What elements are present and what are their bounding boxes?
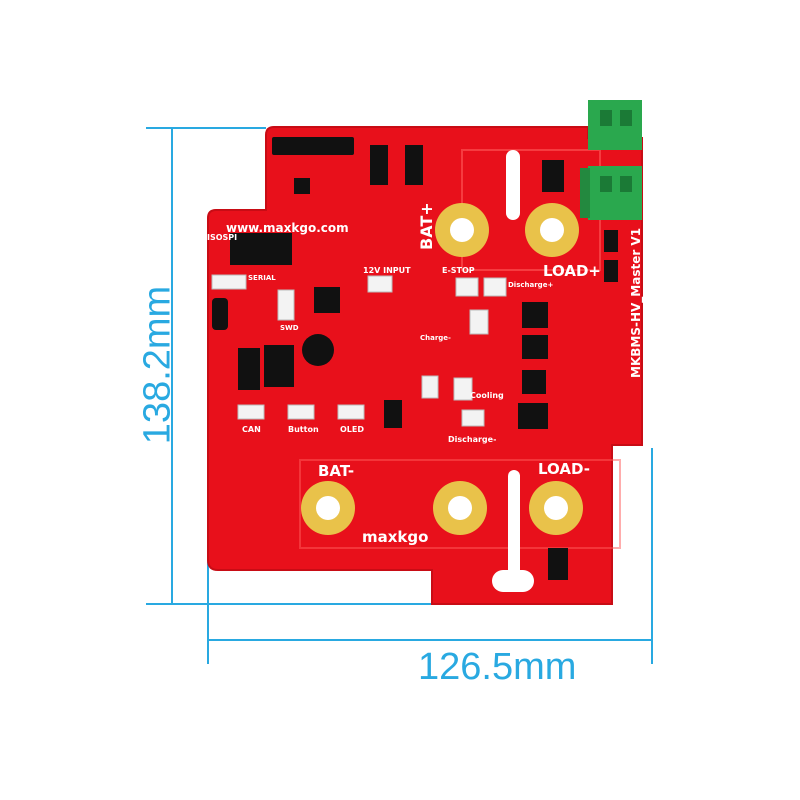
width-dimension-label: 126.5mm xyxy=(418,646,577,688)
label-bat-neg: BAT- xyxy=(318,462,354,480)
terminal-pads xyxy=(301,203,583,535)
jst-connectors xyxy=(211,274,507,427)
label-serial: SERIAL xyxy=(248,274,276,282)
pad-bat-neg xyxy=(301,481,355,535)
label-button: Button xyxy=(288,425,319,434)
pad-load-neg xyxy=(529,481,583,535)
label-load-pos: LOAD+ xyxy=(543,262,601,280)
model-label: MKBMS-HV_Master V1 xyxy=(629,228,644,378)
label-cooling: Cooling xyxy=(470,391,504,400)
brand-logo: maxkgo xyxy=(362,528,428,546)
label-swd: SWD xyxy=(280,324,299,332)
label-load-neg: LOAD- xyxy=(538,460,590,478)
label-estop: E-STOP xyxy=(442,266,475,275)
label-discharge-neg: Discharge- xyxy=(448,435,496,444)
label-charge-neg: Charge- xyxy=(420,334,451,342)
width-dimension-lines xyxy=(207,448,653,664)
website-label: www.maxkgo.com xyxy=(226,221,349,235)
height-dimension-label: 138.2mm xyxy=(136,285,179,445)
label-12v-input: 12V INPUT xyxy=(363,266,411,275)
label-discharge-pos: Discharge+ xyxy=(508,281,553,289)
screw-terminals xyxy=(580,100,642,220)
label-can: CAN xyxy=(242,425,261,434)
pad-bat-pos xyxy=(435,203,489,257)
label-bat-pos: BAT+ xyxy=(417,202,436,250)
pad-load-pos xyxy=(525,203,579,257)
pad-middle-neg xyxy=(433,481,487,535)
label-oled: OLED xyxy=(340,425,364,434)
components xyxy=(212,137,618,580)
label-isospi: ISOSPI xyxy=(207,233,237,242)
height-dimension-lines xyxy=(146,127,432,605)
board-slots xyxy=(492,150,534,592)
